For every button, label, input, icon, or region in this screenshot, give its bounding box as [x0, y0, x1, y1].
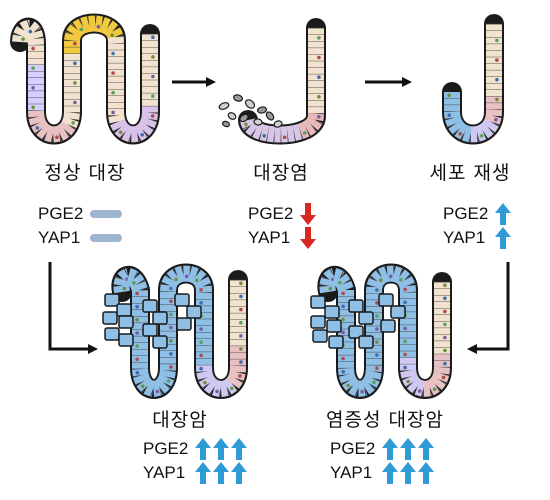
- cell-debris: [218, 94, 283, 128]
- stage-label-colon-cancer: 대장암: [152, 409, 208, 431]
- up-arrow-icon: [382, 438, 398, 460]
- marker-name: YAP1: [143, 463, 186, 482]
- up-arrow-icon: [495, 203, 511, 225]
- marker-indicator: [382, 438, 434, 460]
- marker-name: YAP1: [330, 463, 373, 482]
- marker-row: YAP1: [38, 226, 122, 250]
- regeneration-crypt-illustration: [442, 14, 504, 145]
- marker-indicator: [195, 438, 247, 460]
- up-arrow-icon: [495, 227, 511, 249]
- up-arrow-icon: [400, 462, 416, 484]
- stage-label-inflammatory-colon-cancer: 염증성 대장암: [326, 409, 444, 431]
- flow-arrow-icon: [467, 262, 510, 354]
- up-arrow-icon: [231, 462, 247, 484]
- marker-row: YAP1: [443, 226, 511, 250]
- marker-row: YAP1: [143, 461, 247, 485]
- marker-indicator: [90, 233, 122, 243]
- marker-name: PGE2: [248, 204, 294, 223]
- flow-arrows: [48, 77, 510, 354]
- marker-indicator: [195, 462, 247, 484]
- tumor-cell-cluster: [310, 293, 406, 349]
- marker-name: YAP1: [443, 228, 486, 247]
- marker-indicator: [382, 462, 434, 484]
- flow-arrow-icon: [48, 262, 98, 354]
- stage-label-normal: 정상 대장: [44, 162, 126, 184]
- up-arrow-icon: [231, 438, 247, 460]
- marker-name: YAP1: [38, 228, 81, 247]
- marker-indicator: [300, 203, 316, 225]
- up-arrow-icon: [213, 462, 229, 484]
- up-arrow-icon: [418, 438, 434, 460]
- inflammatory-colon-cancer-illustration: [317, 263, 452, 399]
- up-arrow-icon: [213, 438, 229, 460]
- equal-bar-icon: [90, 234, 122, 242]
- up-arrow-icon: [195, 462, 211, 484]
- marker-indicator: [495, 203, 511, 225]
- marker-row: PGE2: [143, 437, 247, 461]
- marker-name: PGE2: [330, 439, 376, 458]
- colon-cancer-illustration: [111, 263, 248, 399]
- stage-label-colitis: 대장염: [253, 162, 309, 184]
- marker-name: PGE2: [443, 204, 489, 223]
- marker-indicator: [90, 209, 122, 219]
- up-arrow-icon: [400, 438, 416, 460]
- stage-label-regeneration: 세포 재생: [429, 162, 511, 184]
- marker-indicator: [495, 227, 511, 249]
- tumor-cell-cluster: [102, 293, 202, 349]
- marker-indicator: [300, 227, 316, 249]
- marker-row: PGE2: [443, 202, 511, 226]
- up-arrow-icon: [418, 462, 434, 484]
- marker-row: YAP1: [330, 461, 434, 485]
- marker-name: PGE2: [38, 204, 84, 223]
- down-arrow-icon: [300, 227, 316, 249]
- up-arrow-icon: [195, 438, 211, 460]
- down-arrow-icon: [300, 203, 316, 225]
- marker-row: PGE2: [330, 437, 434, 461]
- marker-row: PGE2: [248, 202, 316, 226]
- marker-name: YAP1: [248, 228, 291, 247]
- marker-name: PGE2: [143, 439, 189, 458]
- up-arrow-icon: [382, 462, 398, 484]
- equal-bar-icon: [90, 210, 122, 218]
- colitis-crypt-illustration: [238, 18, 326, 145]
- normal-colon-illustration: [10, 13, 160, 145]
- marker-row: YAP1: [248, 226, 316, 250]
- marker-row: PGE2: [38, 202, 122, 226]
